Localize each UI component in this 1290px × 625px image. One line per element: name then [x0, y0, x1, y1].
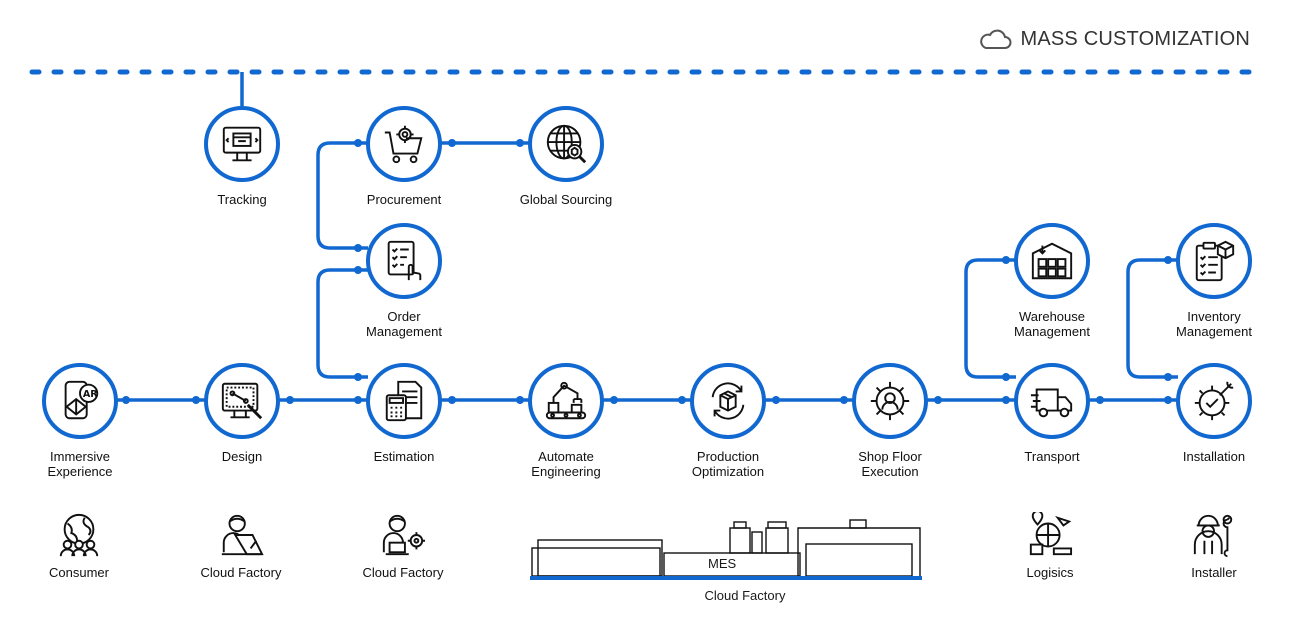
gear-worker-icon — [870, 381, 910, 421]
factory-building: MES — [530, 518, 922, 580]
node-automate-engineering[interactable]: Automate Engineering — [486, 363, 646, 479]
actor-cloud-factory-estimation: Cloud Factory — [328, 512, 478, 580]
node-label: Warehouse Management — [1014, 309, 1090, 339]
node-label: Immersive Experience — [47, 449, 113, 479]
person-laptop-icon — [221, 514, 264, 556]
node-label: Installation — [1182, 449, 1246, 464]
svg-text:AR: AR — [83, 389, 98, 400]
node-tracking[interactable]: Tracking — [162, 106, 322, 207]
procurement-branch — [316, 141, 368, 250]
person-laptop-gear-icon — [382, 514, 426, 556]
globe-search-icon — [546, 124, 587, 164]
node-label: Order Management — [366, 309, 442, 339]
monitor-icon — [222, 126, 262, 162]
node-transport[interactable]: Transport — [972, 363, 1132, 464]
cloud-icon — [980, 29, 1012, 49]
node-label: Automate Engineering — [531, 449, 601, 479]
node-inventory-management[interactable]: Inventory Management — [1134, 223, 1290, 339]
order-branch — [316, 268, 368, 379]
cart-gear-icon — [384, 125, 423, 164]
node-warehouse-management[interactable]: Warehouse Management — [972, 223, 1132, 339]
warehouse-branch — [964, 258, 1016, 379]
truck-icon — [1030, 388, 1073, 418]
node-estimation[interactable]: Estimation — [324, 363, 484, 464]
robot-arm-icon — [545, 381, 587, 420]
node-production-optimization[interactable]: Production Optimization — [648, 363, 808, 479]
node-global-sourcing[interactable]: Global Sourcing — [486, 106, 646, 207]
node-label: Design — [221, 449, 263, 464]
actor-consumer: Consumer — [4, 512, 154, 580]
actor-label: Logisics — [1026, 565, 1074, 580]
logistics-icon — [1029, 512, 1073, 556]
calculator-document-icon — [385, 380, 423, 422]
clipboard-box-icon — [1195, 240, 1235, 282]
node-installation[interactable]: Installation — [1134, 363, 1290, 464]
actor-installer: Installer — [1139, 512, 1289, 580]
node-label: Estimation — [373, 449, 435, 464]
factory-icon — [530, 519, 922, 580]
warehouse-icon — [1031, 242, 1073, 280]
actor-label: Consumer — [49, 565, 109, 580]
node-shop-floor-execution[interactable]: Shop Floor Execution — [810, 363, 970, 479]
actor-label: Cloud Factory — [362, 565, 444, 580]
worker-wrench-icon — [1193, 514, 1233, 558]
node-label: Procurement — [366, 192, 442, 207]
page-header: MASS CUSTOMIZATION — [978, 28, 1250, 51]
ar-phone-icon: AR — [64, 380, 98, 420]
actor-label: Cloud Factory — [200, 565, 282, 580]
checklist-hand-icon — [387, 240, 422, 281]
actor-logistics: Logisics — [975, 512, 1125, 580]
design-monitor-icon — [221, 382, 263, 420]
node-label: Inventory Management — [1176, 309, 1252, 339]
node-label: Transport — [1024, 449, 1080, 464]
node-label: Tracking — [217, 192, 267, 207]
inventory-branch — [1126, 258, 1178, 379]
box-cycle-icon — [711, 382, 745, 420]
node-label: Production Optimization — [691, 449, 765, 479]
node-procurement[interactable]: Procurement — [324, 106, 484, 207]
globe-people-icon — [59, 513, 99, 557]
node-label: Global Sourcing — [519, 192, 613, 207]
node-order-management[interactable]: Order Management — [324, 223, 484, 339]
node-immersive-experience[interactable]: AR Immersive Experience — [0, 363, 160, 479]
actor-label: Installer — [1191, 565, 1237, 580]
page-title: MASS CUSTOMIZATION — [1020, 28, 1250, 50]
node-label: Shop Floor Execution — [858, 449, 922, 479]
factory-label: Cloud Factory — [704, 588, 786, 603]
node-design[interactable]: Design — [162, 363, 322, 464]
mes-label: MES — [708, 556, 737, 571]
actor-cloud-factory-design: Cloud Factory — [166, 512, 316, 580]
gear-wrench-icon — [1194, 381, 1234, 421]
